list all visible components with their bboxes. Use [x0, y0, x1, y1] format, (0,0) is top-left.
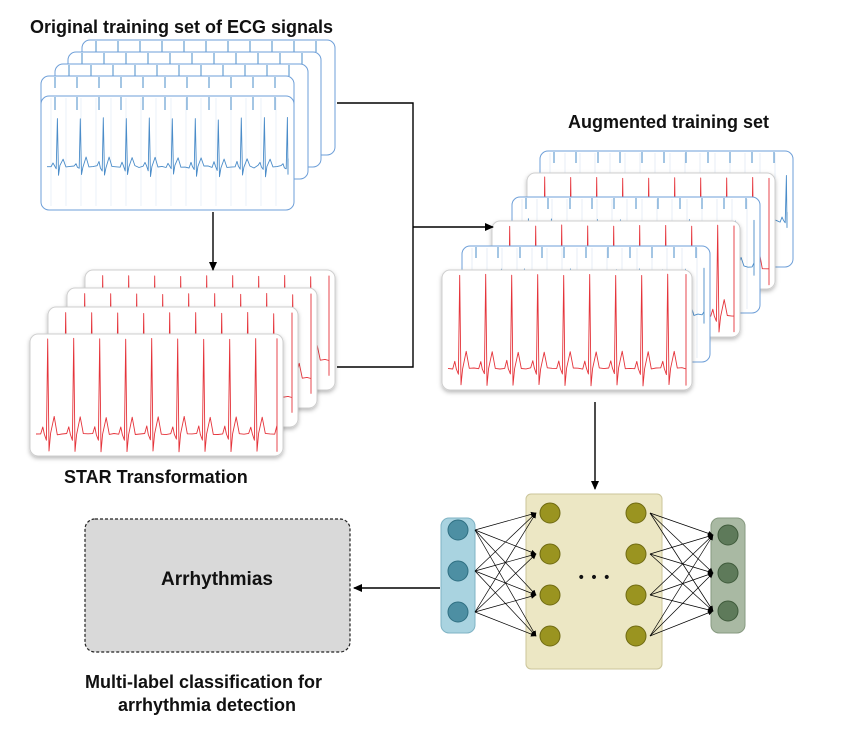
input-hidden-edge — [474, 511, 537, 531]
augmented-set-title: Augmented training set — [568, 112, 770, 132]
flow-arrows — [209, 102, 599, 592]
input-node — [447, 560, 469, 582]
input-hidden-edge — [474, 512, 537, 613]
star-ecg-card-front — [29, 333, 284, 457]
arrhythmias-label: Arrhythmias — [161, 569, 273, 590]
hidden-output-edge — [649, 594, 714, 613]
hidden-node — [539, 584, 561, 606]
original-ecg-card-front — [40, 95, 295, 211]
input-hidden-edge — [474, 611, 537, 637]
output-node — [717, 524, 739, 546]
input-node — [447, 519, 469, 541]
hidden-output-edge — [649, 610, 714, 637]
augmented-ecg-stack — [441, 150, 794, 391]
output-node — [717, 600, 739, 622]
input-hidden-edge — [474, 553, 537, 613]
hidden-output-edge — [649, 572, 714, 637]
arrhythmias-box: Arrhythmias — [84, 518, 351, 653]
hidden-output-edge — [649, 534, 714, 637]
original-set-title: Original training set of ECG signals — [30, 17, 334, 37]
star-transformation-title: STAR Transformation — [64, 467, 248, 487]
hidden-output-edge — [649, 572, 714, 596]
hidden-output-edge — [649, 512, 714, 574]
hidden-node — [539, 543, 561, 565]
hidden-output-edge — [649, 534, 714, 596]
augmented-ecg-card-front — [441, 269, 693, 391]
input-hidden-edge — [474, 512, 537, 572]
hidden-node — [539, 502, 561, 524]
multilabel-title-line2: arrhythmia detection — [118, 695, 297, 715]
input-node — [447, 601, 469, 623]
hidden-output-edge — [649, 553, 714, 574]
input-hidden-edge — [474, 593, 537, 613]
output-node — [717, 562, 739, 584]
hidden-node — [625, 625, 647, 647]
hidden-node — [625, 502, 647, 524]
hidden-output-edge — [649, 512, 714, 612]
multilabel-title-line1: Multi-label classification for — [85, 672, 323, 692]
hidden-node — [539, 625, 561, 647]
original-ecg-stack — [40, 39, 336, 211]
hidden-output-edge — [649, 512, 714, 536]
hidden-node — [625, 584, 647, 606]
star-ecg-stack — [29, 269, 336, 457]
neural-network: • • • — [440, 493, 746, 670]
hidden-output-edge — [649, 553, 714, 612]
hidden-output-edge — [649, 534, 714, 555]
hidden-ellipsis: • • • — [577, 570, 611, 586]
connector-original-to-merge — [337, 102, 414, 368]
hidden-node — [625, 543, 647, 565]
hidden-layer — [525, 493, 663, 670]
